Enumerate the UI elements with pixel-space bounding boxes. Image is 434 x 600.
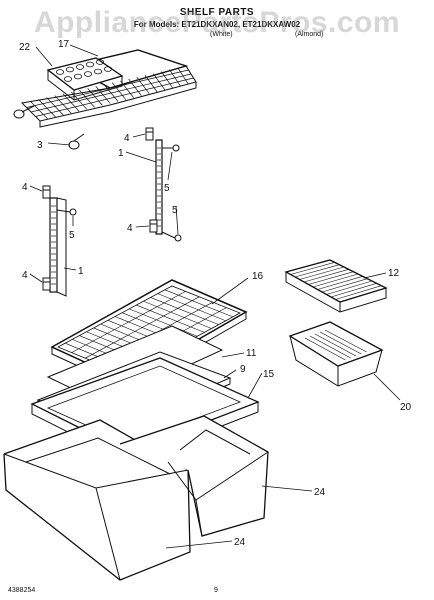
callout-1b: 1: [78, 266, 84, 277]
callout-5a: 5: [164, 183, 170, 194]
callout-3: 3: [37, 140, 43, 151]
callout-20: 20: [400, 402, 412, 413]
bracket-upper-right: [145, 127, 154, 141]
shelf-stop-cap: [68, 133, 85, 150]
callout-4b: 4: [22, 182, 28, 193]
shelf-ladder-left: [49, 197, 67, 297]
variant-almond: (Almond): [295, 31, 324, 38]
shelf-ladder-right: [155, 139, 163, 235]
callout-11: 11: [246, 348, 257, 359]
bracket-mid-right: [149, 219, 158, 233]
leader-lines: [29, 44, 401, 549]
crisper-drawer-right: [119, 415, 269, 537]
variant-white: (White): [210, 31, 233, 38]
page-number: 9: [214, 587, 218, 594]
callout-16: 16: [252, 271, 264, 282]
callout-24b: 24: [234, 537, 246, 548]
callout-22: 22: [19, 42, 31, 53]
screw-upper-right: [162, 144, 180, 152]
callout-12: 12: [388, 268, 400, 279]
screw-left: [56, 208, 77, 216]
egg-bin: [46, 57, 124, 101]
part-number: 4388254: [8, 587, 36, 594]
callout-5c: 5: [69, 230, 75, 241]
callout-15: 15: [263, 369, 275, 380]
bracket-lower-left: [42, 277, 51, 291]
diagram-title: SHELF PARTS: [179, 7, 255, 18]
shelf-end-cap: [13, 105, 35, 119]
model-numbers: For Models: ET21DKXAN02, ET21DKXAW02: [133, 20, 301, 29]
callout-17: 17: [58, 39, 70, 50]
callout-1a: 1: [118, 148, 124, 159]
crisper-drawer-left: [3, 419, 191, 581]
deli-drawer-cover: [284, 259, 388, 313]
callout-4a: 4: [124, 133, 130, 144]
bracket-upper-left: [42, 185, 51, 199]
screw-lower-right: [161, 231, 182, 242]
callout-labels: 22 17 3 4 1 5 4 5 4 4 5 1 16 12 11 9 15 …: [19, 39, 412, 548]
callout-24a: 24: [314, 487, 326, 498]
deli-drawer: [288, 321, 384, 387]
callout-5b: 5: [172, 205, 178, 216]
callout-9: 9: [240, 364, 246, 375]
callout-4d: 4: [22, 270, 28, 281]
callout-4c: 4: [127, 223, 133, 234]
